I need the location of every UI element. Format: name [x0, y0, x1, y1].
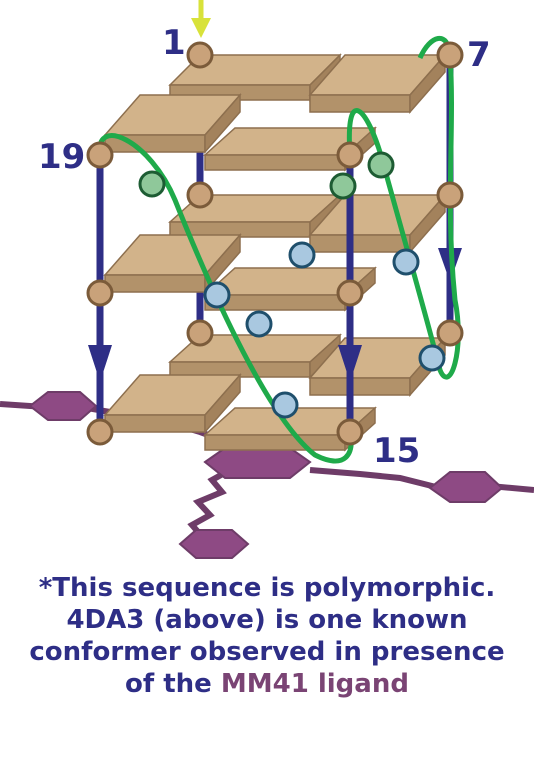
- caption-line: *This sequence is polymorphic.: [38, 573, 496, 603]
- residue-label-7: 7: [467, 35, 491, 75]
- guanine-nodes: [86, 41, 464, 446]
- loop-bead-dark: [138, 170, 166, 198]
- ligand-ring-right: [428, 471, 504, 503]
- arrowhead-front-left: [88, 345, 112, 382]
- loop-bead-light: [418, 344, 446, 372]
- guanine-node: [336, 141, 364, 169]
- caption: *This sequence is polymorphic. 4DA3 (abo…: [0, 572, 534, 700]
- guanine-node: [436, 181, 464, 209]
- g-tetrad-plates: [103, 53, 447, 452]
- loop-bead-light: [271, 391, 299, 419]
- plate: [103, 373, 242, 434]
- loop-beads: [138, 151, 446, 419]
- residue-label-1: 1: [162, 23, 186, 63]
- caption-line: conformer observed in presence: [29, 637, 505, 667]
- loop-bead-light: [203, 281, 231, 309]
- g-quadruplex-diagram: 1 7 19 15: [0, 0, 534, 559]
- guanine-node: [186, 319, 214, 347]
- loop-bead-light: [245, 310, 273, 338]
- arrowhead-front-right: [338, 345, 362, 382]
- guanine-node: [436, 41, 464, 69]
- loop-bead-light: [288, 241, 316, 269]
- plate: [308, 193, 447, 254]
- caption-text: of the: [125, 669, 221, 699]
- ligand-name: MM41 ligand: [220, 669, 409, 699]
- guanine-node: [186, 181, 214, 209]
- plate: [168, 333, 342, 379]
- caption-line: 4DA3 (above) is one known: [66, 605, 468, 635]
- guanine-node: [86, 279, 114, 307]
- guanine-node: [86, 418, 114, 446]
- ligand-ring-left: [28, 391, 98, 421]
- plate: [103, 93, 242, 154]
- guanine-node: [336, 418, 364, 446]
- loop-bead-dark: [329, 172, 357, 200]
- ligand-ring-center: [203, 447, 312, 479]
- loop-bead-light: [392, 248, 420, 276]
- start-arrow-icon: [191, 0, 211, 38]
- plate: [308, 53, 447, 114]
- ligand-linker-down: [187, 467, 232, 542]
- loop-bead-dark: [367, 151, 395, 179]
- residue-label-15: 15: [373, 431, 420, 471]
- guanine-node: [336, 279, 364, 307]
- residue-label-19: 19: [38, 137, 85, 177]
- plate: [103, 233, 242, 294]
- guanine-node: [186, 41, 214, 69]
- ligand-ring-bottom: [178, 529, 250, 559]
- loop-left: [97, 133, 354, 464]
- guanine-node: [86, 141, 114, 169]
- guanine-node: [436, 319, 464, 347]
- caption-line: of the MM41 ligand: [0, 668, 534, 700]
